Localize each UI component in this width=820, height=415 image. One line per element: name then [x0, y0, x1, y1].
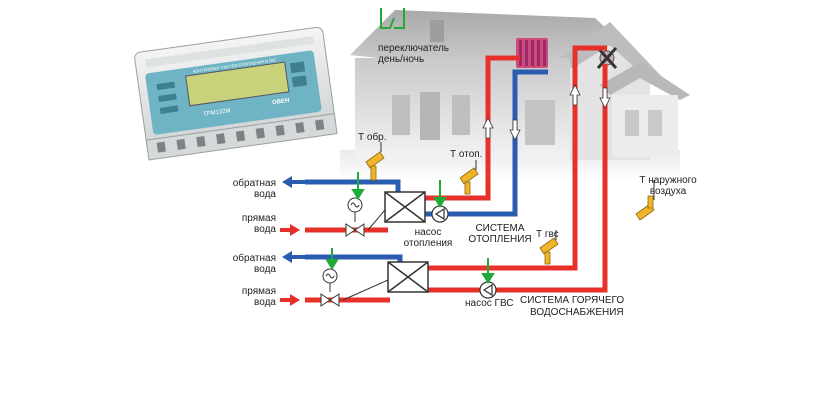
t-heating-label: Т отоп. [450, 149, 482, 160]
t-dhw-label: Т гвс [536, 229, 559, 240]
day-night-switch-icon [380, 8, 405, 29]
control-valve-2 [320, 268, 389, 307]
supply-water-2-line2: вода [254, 297, 276, 308]
arrow-left-icon [282, 251, 305, 263]
temp-sensor-dhw-icon [539, 237, 559, 265]
arrow-right-icon [280, 224, 300, 236]
temp-sensor-outdoor-icon [635, 195, 655, 221]
t-outdoor-label-line2: воздуха [650, 186, 687, 197]
return-water-2-line2: вода [254, 264, 276, 275]
sensors [365, 151, 655, 265]
control-valve-1 [345, 197, 386, 237]
supply-water-1-line1: прямая [242, 213, 276, 224]
day-night-label-line1: переключатель [378, 43, 449, 54]
controller-device: КОНТРОЛЛЕР СИСТЕМ ОТОПЛЕНИЯ И ГВС ОВЕН Т… [134, 26, 338, 161]
flow-arrows [482, 84, 611, 141]
heating-return-pipe [425, 69, 548, 217]
dhw-system-label-line1: СИСТЕМА ГОРЯЧЕГО [520, 295, 624, 306]
heating-pump-icon [431, 205, 449, 223]
heating-system-label-line1: СИСТЕМА [475, 223, 524, 234]
heating-pump-label-line2: отопления [404, 238, 453, 249]
supply-water-2-line1: прямая [242, 286, 276, 297]
supply-water-1-line2: вода [254, 224, 276, 235]
arrow-down-icon [509, 119, 521, 141]
signal-arrows [325, 172, 495, 284]
t-return-label: Т обр. [358, 131, 387, 143]
dhw-supply-pipe [428, 45, 607, 271]
return-water-1-line1: обратная [233, 177, 276, 189]
heating-pump-label-line1: насос [415, 227, 442, 238]
day-night-label-line2: день/ночь [378, 54, 424, 65]
dhw-system-label-line2: ВОДОСНАБЖЕНИЯ [530, 307, 624, 318]
return-pipe-2 [305, 254, 403, 265]
temp-sensor-heating-icon [459, 167, 479, 195]
heat-exchanger-1 [384, 191, 426, 223]
radiator-icon [516, 38, 548, 68]
side-arrows [280, 176, 305, 306]
return-pipe-1 [305, 179, 401, 200]
temp-sensor-return-icon [365, 151, 385, 181]
t-outdoor-label-line1: Т наружного [639, 175, 697, 186]
arrow-down-icon [599, 87, 611, 109]
arrow-left-icon [282, 176, 305, 188]
dhw-pump-label: насос ГВС [465, 298, 514, 309]
return-water-2-line1: обратная [233, 252, 276, 264]
leader-lines [380, 142, 655, 240]
return-water-1-line2: вода [254, 189, 276, 200]
house-illustration [340, 10, 690, 180]
device-brand: ОВЕН [272, 98, 290, 106]
arrow-right-icon [280, 294, 300, 306]
heating-system-label-line2: ОТОПЛЕНИЯ [468, 234, 531, 245]
arrow-up-icon [569, 84, 581, 106]
device-model: ТРМ132М [203, 108, 231, 118]
arrow-up-icon [482, 117, 494, 139]
heat-exchanger-2 [387, 261, 429, 293]
dhw-pump-icon [479, 281, 497, 299]
